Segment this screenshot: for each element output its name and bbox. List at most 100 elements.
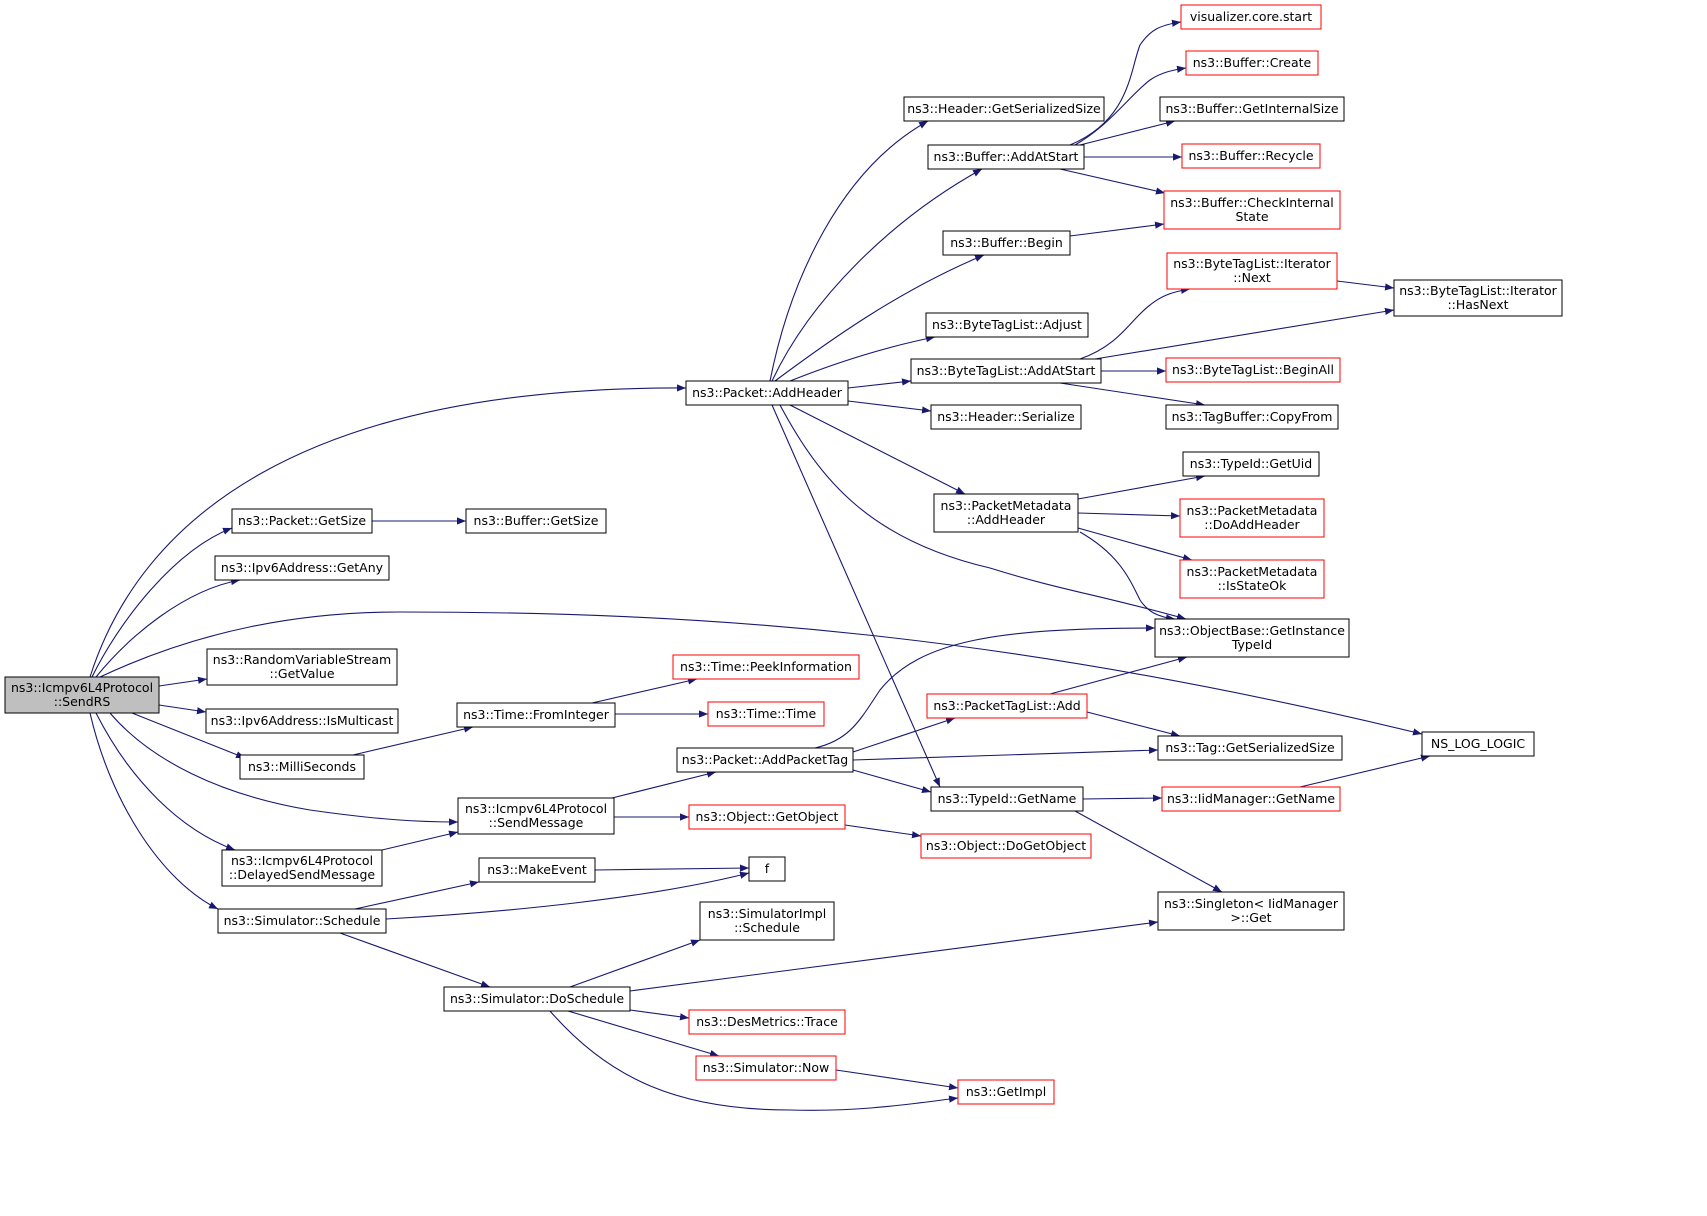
node-box [930,786,1084,812]
node-getsize[interactable]: ns3::Packet::GetSize [231,508,373,534]
node-dogetobject[interactable]: ns3::Object::DoGetObject [920,833,1092,859]
edge-schedule-to-doschedule [339,932,491,988]
node-sendrs[interactable]: ns3::Icmpv6L4Protocol::SendRS [4,676,160,714]
node-getany[interactable]: ns3::Ipv6Address::GetAny [214,555,390,581]
node-sendmessage[interactable]: ns3::Icmpv6L4Protocol::SendMessage [457,797,615,835]
node-delayedsend[interactable]: ns3::Icmpv6L4Protocol::DelayedSendMessag… [221,849,383,887]
node-label: ns3::Buffer::GetSize [474,513,599,528]
node-label: ns3::MilliSeconds [248,759,356,774]
node-milliseconds[interactable]: ns3::MilliSeconds [239,754,365,780]
edge-addheader-to-objectbase_getinstance [779,404,1187,621]
node-addheader[interactable]: ns3::Packet::AddHeader [685,380,849,406]
node-pm-addheader[interactable]: ns3::PacketMetadata::AddHeader [933,493,1079,533]
node-f[interactable]: f [748,856,786,882]
node-label: ns3::TagBuffer::CopyFrom [1172,409,1333,424]
edge-iidmanager_getname-to-ns_log_logic [1299,754,1431,788]
node-box [231,508,373,534]
node-buffer-getinternal[interactable]: ns3::Buffer::GetInternalSize [1159,96,1345,122]
node-trace[interactable]: ns3::DesMetrics::Trace [688,1009,846,1035]
node-btl-adjust[interactable]: ns3::ByteTagList::Adjust [925,312,1089,338]
node-box [1165,357,1341,383]
node-box [926,693,1088,719]
node-getvalue[interactable]: ns3::RandomVariableStream::GetValue [206,648,398,686]
node-box [1154,618,1350,658]
edge-sendrs-to-milliseconds [131,712,246,759]
node-ns-log-logic[interactable]: NS_LOG_LOGIC [1421,731,1535,757]
edge-buffer_begin-to-buffer_checkinternal [1069,221,1165,237]
node-label: ns3::SimulatorImpl [708,906,826,921]
node-tagbuffer-copyfrom[interactable]: ns3::TagBuffer::CopyFrom [1165,404,1339,430]
node-header-getser[interactable]: ns3::Header::GetSerializedSize [903,96,1105,122]
node-box [239,754,365,780]
node-pm-isstateok[interactable]: ns3::PacketMetadata::IsStateOk [1179,559,1325,599]
node-label: ns3::PacketTagList::Add [933,698,1080,713]
node-doschedule[interactable]: ns3::Simulator::DoSchedule [443,986,631,1012]
edge-sendrs-to-getvalue [158,676,208,687]
node-box [478,857,596,883]
edge-addheader-to-btl_addatstart [847,378,912,389]
node-label: ns3::Packet::AddPacketTag [682,752,848,767]
node-label: ns3::Object::GetObject [696,809,839,824]
edge-addatstart-to-vis_start [1069,19,1182,146]
node-simimpl-schedule[interactable]: ns3::SimulatorImpl::Schedule [699,901,835,941]
node-label: ns3::GetImpl [966,1084,1046,1099]
node-box [688,1009,846,1035]
node-ptl-add[interactable]: ns3::PacketTagList::Add [926,693,1088,719]
node-btl-iter-next[interactable]: ns3::ByteTagList::Iterator::Next [1166,252,1338,290]
node-box [465,508,607,534]
edge-pm_addheader-to-typeid_getuid [1077,474,1206,500]
node-box [1181,143,1321,169]
node-buffer-create[interactable]: ns3::Buffer::Create [1185,50,1319,76]
edge-sendrs-to-getany [95,578,241,678]
node-header-serialize[interactable]: ns3::Header::Serialize [930,404,1082,430]
edge-addheader-to-addatstart [771,168,983,382]
node-btl-beginall[interactable]: ns3::ByteTagList::BeginAll [1165,357,1341,383]
node-addatstart[interactable]: ns3::Buffer::AddAtStart [927,144,1085,170]
node-getimpl[interactable]: ns3::GetImpl [957,1079,1055,1105]
node-box [957,1079,1055,1105]
node-buffer-begin[interactable]: ns3::Buffer::Begin [942,230,1071,256]
node-label: ::Next [1233,270,1271,285]
node-peekinfo[interactable]: ns3::Time::PeekInformation [672,654,860,680]
edge-addheader-to-typeid_getname [771,404,941,788]
node-box [456,702,616,728]
node-label: ns3::Ipv6Address::IsMulticast [211,713,394,728]
node-label: ::Schedule [734,920,800,935]
node-vis-start[interactable]: visualizer.core.start [1180,4,1322,30]
node-iidmanager-getname[interactable]: ns3::IidManager::GetName [1161,786,1341,812]
node-tag-getser[interactable]: ns3::Tag::GetSerializedSize [1157,735,1343,761]
edge-doschedule-to-now [567,1010,720,1057]
node-pm-doaddheader[interactable]: ns3::PacketMetadata::DoAddHeader [1179,498,1325,538]
edge-btl_addatstart-to-tagbuffer_copyfrom [1059,382,1206,408]
node-typeid-getname[interactable]: ns3::TypeId::GetName [930,786,1084,812]
node-addpackettag[interactable]: ns3::Packet::AddPacketTag [676,747,854,773]
node-label: ns3::ObjectBase::GetInstance [1159,623,1345,638]
node-getobject[interactable]: ns3::Object::GetObject [688,804,846,830]
nodes-layer: ns3::Icmpv6L4Protocol::SendRSns3::Packet… [4,4,1563,1105]
node-buffer-getsize[interactable]: ns3::Buffer::GetSize [465,508,607,534]
node-typeid-getuid[interactable]: ns3::TypeId::GetUid [1182,451,1320,477]
node-buffer-recycle[interactable]: ns3::Buffer::Recycle [1181,143,1321,169]
node-label: ns3::PacketMetadata [1187,564,1318,579]
node-frominteger[interactable]: ns3::Time::FromInteger [456,702,616,728]
node-label: ::DoAddHeader [1204,517,1300,532]
node-label: ns3::ByteTagList::Iterator [1399,283,1557,298]
node-makeevent[interactable]: ns3::MakeEvent [478,857,596,883]
node-box [1185,50,1319,76]
node-now[interactable]: ns3::Simulator::Now [695,1055,837,1081]
node-label: ns3::TypeId::GetUid [1190,456,1312,471]
node-box [457,797,615,835]
node-btl-addatstart[interactable]: ns3::ByteTagList::AddAtStart [910,358,1102,384]
node-btl-iter-hasnext[interactable]: ns3::ByteTagList::Iterator::HasNext [1393,279,1563,317]
node-time[interactable]: ns3::Time::Time [707,701,825,727]
node-label: ns3::ByteTagList::Adjust [932,317,1082,332]
edge-btl_addatstart-to-btl_iter_hasnext [1094,307,1395,360]
edge-typeid_getname-to-singleton_get [1074,810,1223,893]
node-ismulticast[interactable]: ns3::Ipv6Address::IsMulticast [205,708,399,734]
edge-doschedule-to-simimpl_schedule [569,939,701,988]
edge-schedule-to-makeevent [354,880,480,910]
node-schedule[interactable]: ns3::Simulator::Schedule [217,908,387,934]
node-singleton-get[interactable]: ns3::Singleton< IidManager>::Get [1157,891,1345,931]
